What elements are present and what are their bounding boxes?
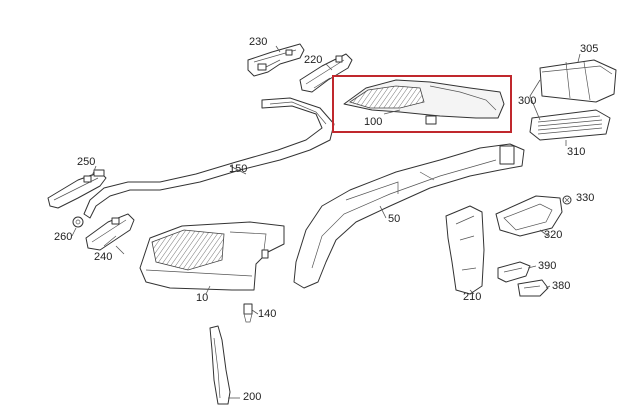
- callout-210: 210: [463, 291, 482, 303]
- callout-200: 200: [243, 391, 262, 403]
- leader-lines: [71, 45, 581, 399]
- highlight-frame-part-100: [332, 75, 512, 133]
- callout-100: 100: [364, 116, 383, 128]
- callout-150: 150: [229, 163, 248, 175]
- part-260-nut: [72, 216, 84, 228]
- part-210-bracket: [445, 205, 485, 295]
- callout-50: 50: [388, 213, 401, 225]
- callout-260: 260: [54, 231, 73, 243]
- part-10-trim-panel: [139, 221, 285, 291]
- callout-380: 380: [552, 280, 571, 292]
- part-250-bracket: [47, 169, 107, 209]
- callout-320: 320: [544, 229, 563, 241]
- part-390-bracket: [497, 261, 531, 283]
- part-380-clip: [517, 279, 549, 297]
- part-140-clip: [243, 303, 253, 323]
- part-320-housing: [495, 195, 563, 237]
- part-310-filter-element: [529, 109, 611, 141]
- part-220-bracket: [299, 53, 353, 93]
- part-100-cover: [343, 79, 505, 125]
- part-240-bracket: [85, 213, 135, 251]
- part-50-support-beam: [293, 143, 525, 289]
- callout-220: 220: [304, 54, 323, 66]
- part-200-bracket: [209, 325, 231, 405]
- callout-300: 300: [518, 95, 537, 107]
- part-230-bracket: [247, 43, 305, 77]
- callout-250: 250: [77, 156, 96, 168]
- callout-10: 10: [196, 292, 209, 304]
- part-305-filter-housing: [539, 59, 617, 103]
- part-330-screw: [562, 195, 572, 205]
- callout-330: 330: [576, 192, 595, 204]
- callout-305: 305: [580, 43, 599, 55]
- part-150-cable-duct: [83, 97, 335, 219]
- callout-140: 140: [258, 308, 277, 320]
- callout-310: 310: [567, 146, 586, 158]
- callout-390: 390: [538, 260, 557, 272]
- callout-240: 240: [94, 251, 113, 263]
- callout-230: 230: [249, 36, 268, 48]
